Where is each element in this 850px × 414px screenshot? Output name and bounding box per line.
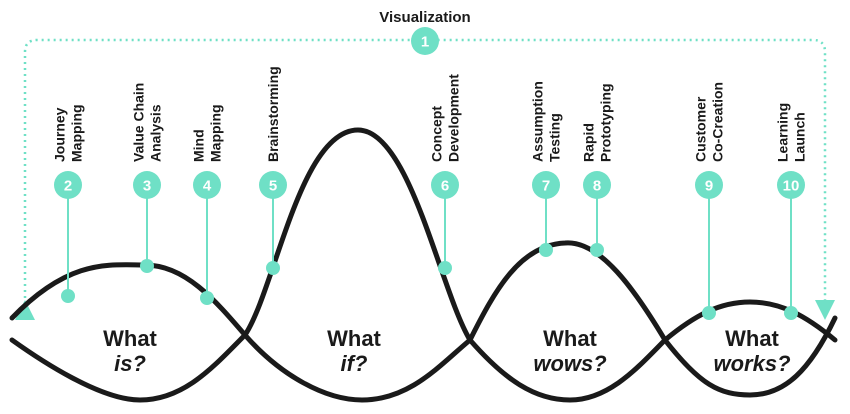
tool-anchor-dot — [590, 243, 604, 257]
tool-number: 4 — [203, 178, 212, 195]
tool-anchor-dot — [200, 291, 214, 305]
tool-number: 6 — [441, 178, 449, 195]
tool-number: 5 — [269, 178, 277, 195]
tool-label-line: Assumption — [530, 81, 546, 162]
tool-number-circle — [583, 171, 611, 199]
phase-question: is? — [114, 351, 146, 376]
tool-number: 8 — [593, 178, 601, 195]
tool-label-line: Analysis — [148, 104, 164, 162]
tool-label-line: Rapid — [581, 123, 597, 162]
tool-number-circle — [532, 171, 560, 199]
tool-anchor-dot — [140, 259, 154, 273]
tool-number-circle — [695, 171, 723, 199]
tool-label-line: Brainstorming — [265, 66, 281, 162]
tool-label-line: Mapping — [69, 104, 85, 162]
tool-number: 7 — [542, 178, 550, 195]
tool-number-circle — [777, 171, 805, 199]
phase-title: What — [103, 326, 157, 351]
tool-anchor-dot — [266, 261, 280, 275]
tool-label-line: Development — [446, 74, 462, 162]
tool-number: 10 — [783, 178, 800, 195]
tool-number-circle — [193, 171, 221, 199]
tool-anchor-dot — [61, 289, 75, 303]
tool-anchor-dot — [438, 261, 452, 275]
visualization-title: Visualization — [379, 9, 470, 26]
phase-question: wows? — [533, 351, 606, 376]
tool-anchor-dot — [539, 243, 553, 257]
tool-number: 3 — [143, 178, 151, 195]
tool-label-line: Prototyping — [598, 83, 614, 162]
tool-label-line: Launch — [792, 112, 808, 162]
phase-title: What — [543, 326, 597, 351]
tool-anchor-dot — [784, 306, 798, 320]
tool-label-line: Value Chain — [131, 83, 147, 162]
tool-number-circle — [133, 171, 161, 199]
tool-label-line: Customer — [693, 96, 709, 162]
tool-label-line: Testing — [547, 113, 563, 162]
phase-question: works? — [713, 351, 790, 376]
tool-number-circle — [54, 171, 82, 199]
phase-question: if? — [341, 351, 368, 376]
tool-label-line: Co-Creation — [710, 82, 726, 162]
tool-label-line: Learning — [775, 103, 791, 162]
phase-title: What — [327, 326, 381, 351]
tool-anchor-dot — [702, 306, 716, 320]
tool-node-5: 5 Brainstorming — [259, 66, 287, 275]
visualization-number: 1 — [421, 34, 429, 51]
tool-number: 2 — [64, 178, 72, 195]
tool-label-line: Mind — [191, 129, 207, 162]
tool-number: 9 — [705, 178, 713, 195]
tool-label-line: Journey — [52, 107, 68, 162]
tool-label-line: Concept — [429, 106, 445, 162]
tool-number-circle — [431, 171, 459, 199]
lower-wave-curve — [9, 315, 838, 403]
phase-title: What — [725, 326, 779, 351]
tool-label-line: Mapping — [208, 104, 224, 162]
tool-number-circle — [259, 171, 287, 199]
visualization-node — [411, 27, 439, 55]
